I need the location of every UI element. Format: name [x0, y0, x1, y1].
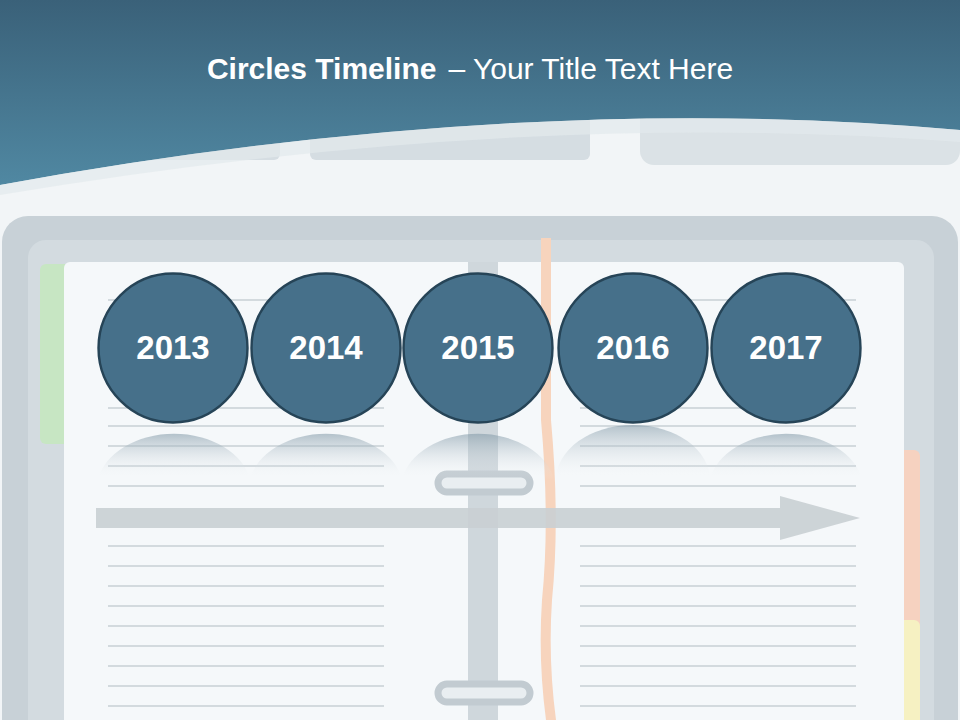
year-label: 2014 [289, 329, 362, 367]
year-circle: 2015 [402, 272, 554, 424]
year-circle: 2016 [557, 272, 709, 424]
year-circle: 2014 [250, 272, 402, 424]
title-bar: Circles Timeline – Your Title Text Here [0, 52, 940, 86]
slide-title: Circles Timeline [207, 52, 437, 86]
year-circle: 2017 [710, 272, 862, 424]
year-label: 2017 [749, 329, 822, 367]
title-subtext: – Your Title Text Here [448, 52, 733, 86]
year-label: 2013 [136, 329, 209, 367]
year-circle: 2013 [97, 272, 249, 424]
year-label: 2015 [441, 329, 514, 367]
year-label: 2016 [596, 329, 669, 367]
